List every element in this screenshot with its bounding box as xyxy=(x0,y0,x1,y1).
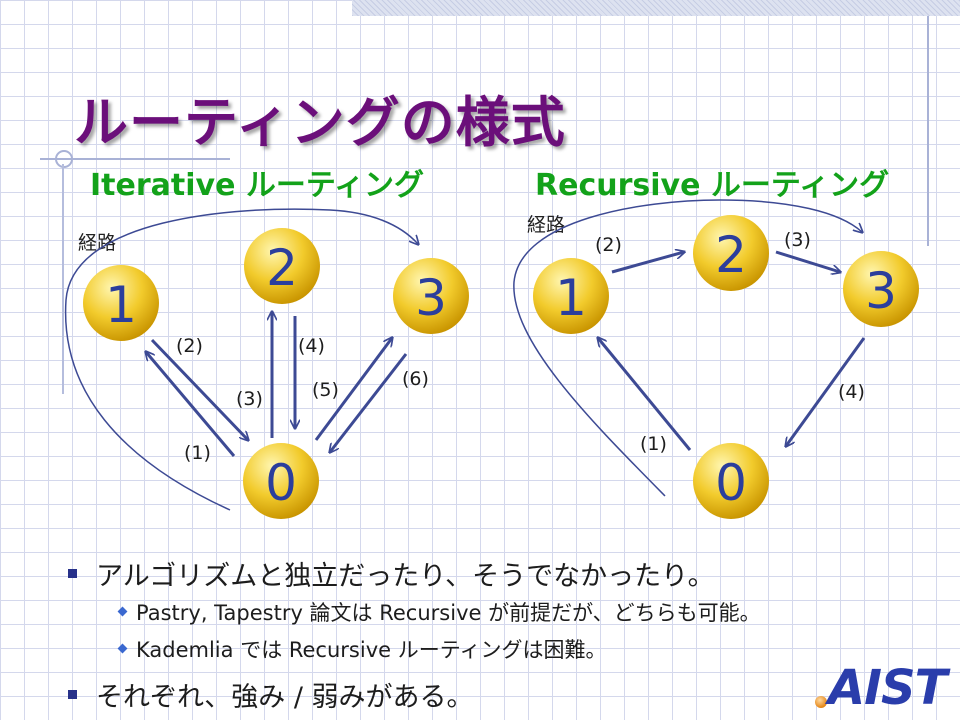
right-decoration-line xyxy=(927,16,929,246)
bullet-square-icon xyxy=(68,569,77,578)
slide-title: ルーティングの様式 xyxy=(74,91,566,154)
iterative-arrow-1 xyxy=(146,352,236,457)
iterative-path-label: 経路 xyxy=(78,232,117,254)
iterative-route-curve xyxy=(64,208,418,511)
recursive-heading: Recursive ルーティング xyxy=(535,168,890,203)
bullet-3-text: Kademlia では Recursive ルーティングは困難。 xyxy=(136,638,607,662)
iterative-edge-label-3: (3) xyxy=(236,388,263,410)
recursive-arrow-2 xyxy=(611,252,684,274)
title-decoration-line xyxy=(40,158,230,160)
iterative-edge-label-1: (1) xyxy=(184,442,211,464)
iterative-edge-label-4: (4) xyxy=(298,335,325,357)
iterative-node-1: 1 xyxy=(83,265,159,341)
iterative-node-2: 2 xyxy=(244,228,320,304)
bullet-1-text: アルゴリズムと独立だったり、そうでなかったり。 xyxy=(96,561,715,592)
recursive-edge-label-1: (1) xyxy=(640,433,667,455)
iterative-edge-label-5: (5) xyxy=(312,379,339,401)
iterative-node-3-label: 3 xyxy=(415,269,447,327)
iterative-arrow-2 xyxy=(150,338,248,440)
recursive-edge-label-3: (3) xyxy=(784,229,811,251)
iterative-heading: Iterative ルーティング xyxy=(90,168,425,203)
recursive-edge-label-2: (2) xyxy=(595,234,622,256)
left-decoration-line xyxy=(62,164,64,394)
recursive-route-curve xyxy=(513,199,862,497)
recursive-node-1-label: 1 xyxy=(555,269,587,327)
recursive-node-2-label: 2 xyxy=(715,226,747,284)
recursive-node-0-label: 0 xyxy=(715,454,747,512)
iterative-edge-label-2: (2) xyxy=(176,335,203,357)
recursive-arrow-1 xyxy=(598,338,692,451)
recursive-arrow-3 xyxy=(775,250,840,272)
recursive-node-3-label: 3 xyxy=(865,262,897,320)
title-decoration-ring xyxy=(55,150,73,168)
iterative-node-1-label: 1 xyxy=(105,276,137,334)
iterative-diagram: 1 2 3 0 (1) (2) (3) (4) (5) (6) xyxy=(64,208,469,519)
aist-logo: AIST xyxy=(828,660,947,716)
recursive-diagram: 1 2 3 0 (1) (2) (3) (4) xyxy=(513,199,919,519)
iterative-edge-label-6: (6) xyxy=(402,368,429,390)
logo-dot-icon xyxy=(815,696,827,708)
recursive-node-3: 3 xyxy=(843,251,919,327)
bullet-square-icon xyxy=(68,690,77,699)
bullet-2-text: Pastry, Tapestry 論文は Recursive が前提だが、どちら… xyxy=(136,601,761,625)
iterative-arrow-5 xyxy=(314,338,392,441)
recursive-edge-label-4: (4) xyxy=(838,381,865,403)
iterative-node-3: 3 xyxy=(393,258,469,334)
recursive-node-2: 2 xyxy=(693,215,769,291)
iterative-node-0: 0 xyxy=(243,443,319,519)
iterative-arrow-6 xyxy=(330,353,408,452)
recursive-node-1: 1 xyxy=(533,258,609,334)
iterative-node-0-label: 0 xyxy=(265,454,297,512)
recursive-arrow-4 xyxy=(786,337,866,446)
bullet-4-text: それぞれ、強み / 弱みがある。 xyxy=(96,682,474,713)
iterative-node-2-label: 2 xyxy=(266,239,298,297)
top-decoration-band xyxy=(352,0,960,16)
recursive-node-0: 0 xyxy=(693,443,769,519)
